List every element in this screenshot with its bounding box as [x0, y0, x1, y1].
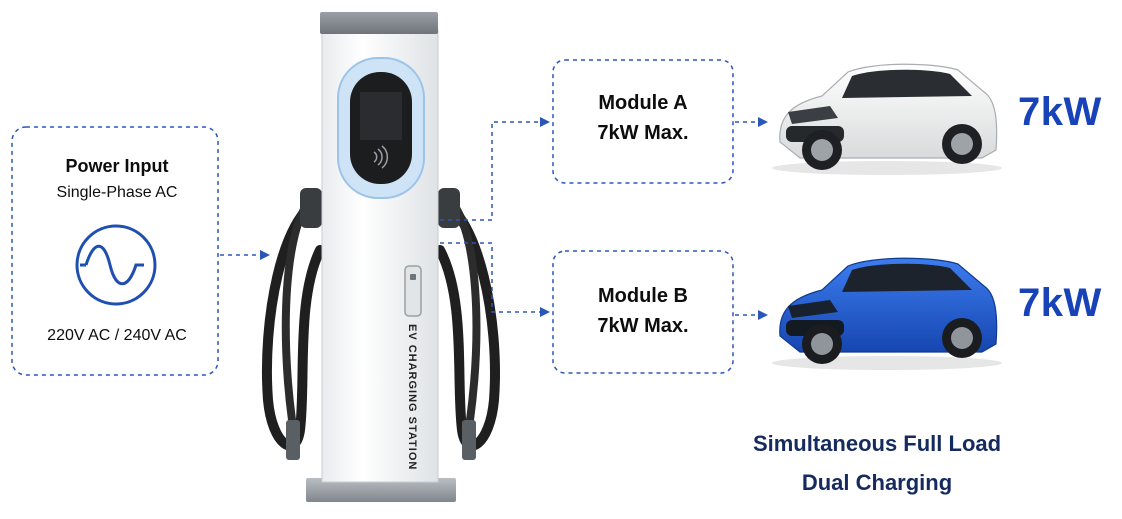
- module-a-name: Module A: [598, 92, 688, 114]
- module-a-max: 7kW Max.: [597, 122, 689, 144]
- module-b-output: 7kW: [1018, 281, 1102, 325]
- power-input-voltage: 220V AC / 240V AC: [47, 327, 187, 344]
- module-b-max: 7kW Max.: [597, 315, 689, 337]
- white-car: [772, 63, 1002, 175]
- caption-line-2: Dual Charging: [801, 470, 953, 495]
- module-a-output: 7kW: [1018, 90, 1102, 134]
- nfc-icon: [373, 145, 389, 169]
- module-b-box: [552, 250, 734, 374]
- arrow-charger-to-module-b: [440, 242, 550, 317]
- power-input-title: Power Input: [65, 156, 169, 176]
- module-b-name: Module B: [598, 285, 688, 307]
- blue-car: [772, 257, 1002, 370]
- power-input-subtitle: Single-Phase AC: [56, 184, 178, 201]
- power-input-box: [11, 126, 219, 376]
- caption-line-1: Simultaneous Full Load: [752, 431, 1002, 456]
- charger-brand-text: EV CHARGING STATION: [406, 324, 418, 470]
- module-a-box: [552, 59, 734, 184]
- arrow-charger-to-module-a: [440, 117, 550, 221]
- ev-charger: EV CHARGING STATION: [261, 12, 500, 502]
- sine-wave-icon: [75, 224, 157, 306]
